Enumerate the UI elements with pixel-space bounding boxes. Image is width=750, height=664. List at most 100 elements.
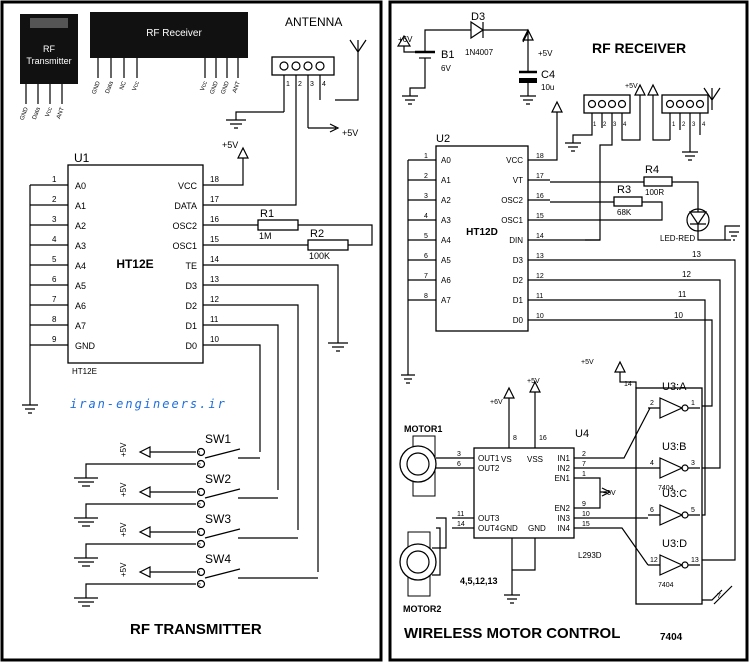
pin-number: 4 [424,213,428,220]
r2-ref: R2 [310,228,324,240]
rx-module-pin-2: NC [119,80,128,91]
pin-name: OSC2 [172,221,197,231]
tx-module-label-1: RF [43,44,55,54]
motor1-icon: MOTOR1 [399,424,452,497]
pin-name: A7 [441,296,451,305]
inv-gnd-pin: 7 [717,593,721,600]
pin-number: 12 [536,273,544,280]
inverter-out-pin: 5 [691,507,695,514]
pin-number: 13 [536,253,544,260]
pin-number: 7 [52,295,57,304]
led-label: LED-RED [660,234,695,243]
pin-number: 9 [52,335,57,344]
switch-pin: 2 [198,463,201,469]
switch-pin: 1 [198,571,201,577]
watermark: iran-engineers.ir [70,397,227,411]
r1-val: 1M [259,231,272,241]
motor1-label: MOTOR1 [404,424,442,434]
pin-name: A1 [441,176,451,185]
tx-module-pin-0: GND [20,106,30,121]
r3-ref: R3 [617,184,631,196]
pin-number: 8 [424,293,428,300]
r4-resistor: R4 100R [550,164,699,212]
pin-number: 11 [210,315,219,324]
diode-val: 1N4007 [465,48,494,57]
pin-number: 16 [536,193,544,200]
inverter-part: 7404 [658,485,674,492]
enable-supply: +5V [596,477,616,509]
pin-name: A3 [441,216,451,225]
inverter-ref: U3:D [662,538,687,550]
switch-label: SW3 [205,512,231,526]
pin-name: VT [513,176,523,185]
pin-name: A4 [75,261,86,271]
pin-number: 9 [582,501,586,508]
u4-gnd-2: GND [528,524,546,533]
rx-module-pin-3: Vcc [132,81,141,92]
u2-pin-vt: 17 VT [513,173,550,185]
pin-name: A5 [441,256,451,265]
rx-address-bus [401,160,415,384]
tx-connector-pin-3: 3 [310,81,314,88]
u4-pin8: 8 [513,435,517,442]
pin-name: D2 [185,301,197,311]
u1-sub: HT12E [72,367,97,376]
pin-number: 17 [536,173,544,180]
rx-c1-pin-3: 3 [613,122,617,128]
pin-number: 1 [582,471,586,478]
en-supply: +5V [603,490,616,497]
pin-name: A6 [75,301,86,311]
antenna-label: ANTENNA [285,15,342,29]
u1-ref: U1 [74,151,90,165]
pin-number: 12 [210,295,219,304]
u4-vss: VSS [527,455,543,464]
switch-pin: 1 [198,451,201,457]
switch-pin: 1 [198,531,201,537]
tx-module-pin-1: Data [32,106,42,121]
u1-pin-a2: 3A2 [30,215,86,231]
pin-name: A7 [75,321,86,331]
pin-name: OUT4 [478,524,500,533]
pin-name: IN3 [558,514,571,523]
pin-name: A2 [75,221,86,231]
tx-title: RF TRANSMITTER [130,621,262,638]
tx-address-bus [22,185,38,414]
pin-name: D0 [185,341,197,351]
pin-number: 1 [424,153,428,160]
inverter-out-pin: 13 [691,557,699,564]
tx-connector-pin-4: 4 [322,81,326,88]
pin-number: 7 [424,273,428,280]
pin-number: 6 [457,461,461,468]
ht12e-chip: U1 HT12E HT12E [67,151,204,376]
r1-ref: R1 [260,208,274,220]
pin-number: 10 [536,313,544,320]
switch-label: SW1 [205,432,231,446]
r3-val: 68K [617,208,632,217]
pin-name: OSC1 [172,241,197,251]
tx-connector-pin-1: 1 [286,81,290,88]
pin-name: A5 [75,281,86,291]
u1-right-pins: 18VCC17DATA16OSC215OSC114TE13D312D211D11… [172,175,225,351]
u1-name: HT12E [116,257,153,271]
u4-gnd-1: GND [500,524,518,533]
pin-number: 11 [536,293,543,300]
cap-val: 10u [541,83,554,92]
pin-number: 16 [210,215,219,224]
switch-pin: 2 [198,543,201,549]
